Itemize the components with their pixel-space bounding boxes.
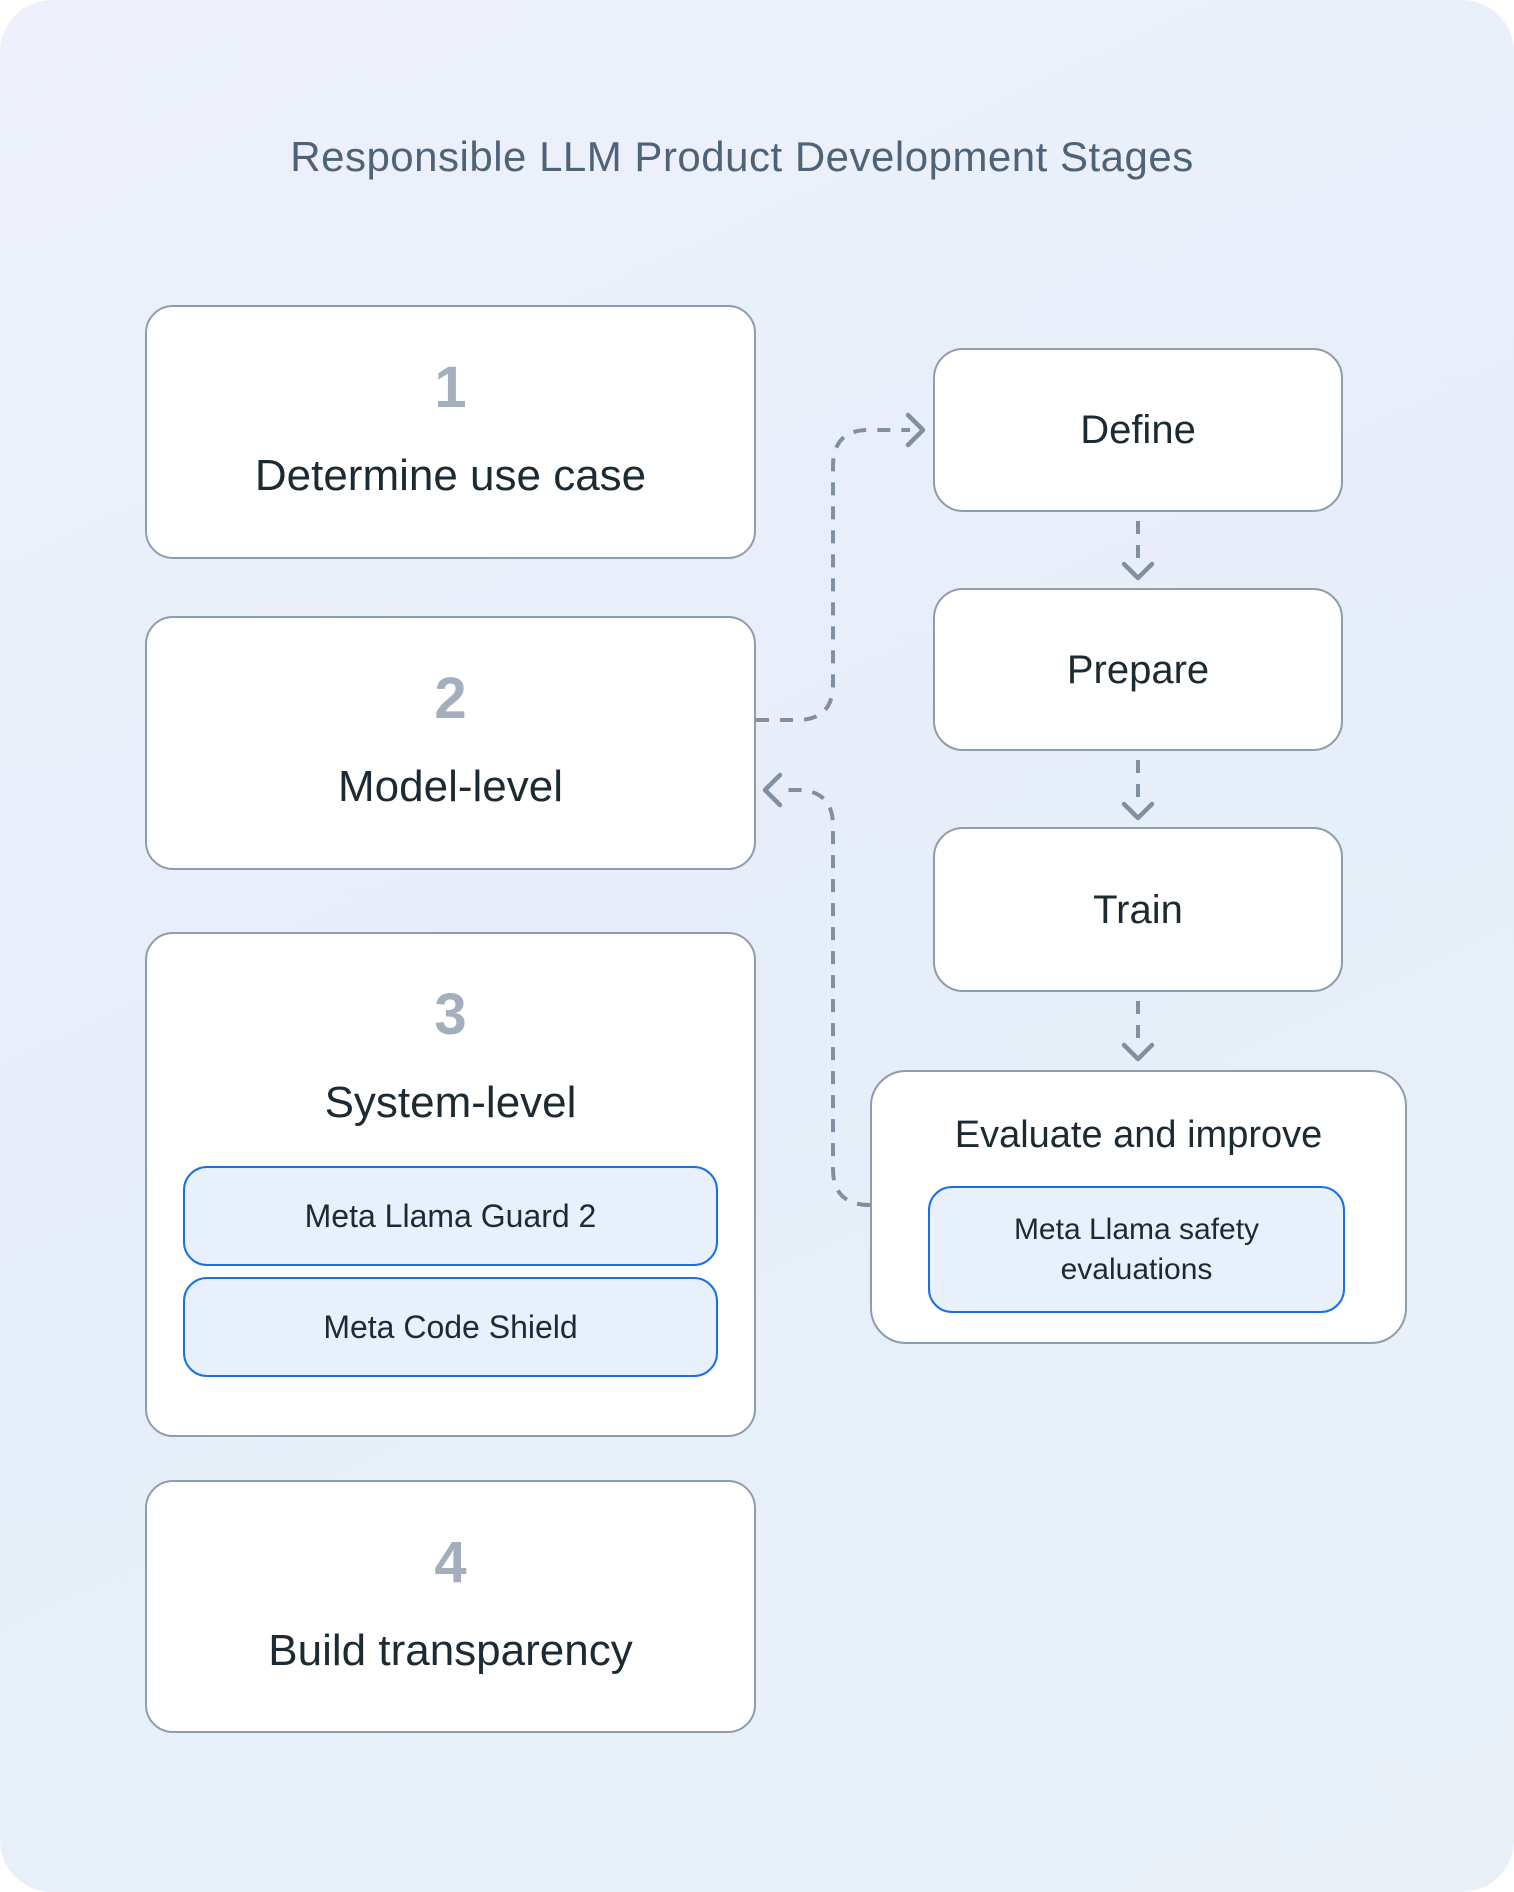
- flow-step-label: Define: [1080, 408, 1196, 452]
- connector-model-to-define: [756, 412, 926, 722]
- arrowhead-down-icon: [1121, 561, 1155, 581]
- arrow-train-to-evaluate: [1121, 1001, 1155, 1062]
- stage-label: Model-level: [338, 762, 563, 811]
- flow-step-label: Train: [1093, 887, 1183, 932]
- flow-step-train: Train: [933, 827, 1343, 992]
- meta-llama-guard-2-chip: Meta Llama Guard 2: [183, 1166, 718, 1266]
- stage-number: 4: [434, 1530, 467, 1595]
- arrowhead-into-define-icon: [905, 412, 926, 448]
- stage-number: 3: [434, 982, 467, 1047]
- flow-step-prepare: Prepare: [933, 588, 1343, 751]
- stage-number: 1: [434, 355, 467, 420]
- stage-label: Determine use case: [254, 451, 647, 500]
- stage-card-system-level: 3 System-level Meta Llama Guard 2 Meta C…: [145, 932, 756, 1437]
- arrow-define-to-prepare: [1121, 521, 1155, 581]
- arrow-prepare-to-train: [1121, 760, 1155, 821]
- flow-step-define: Define: [933, 348, 1343, 512]
- arrowhead-down-icon: [1121, 1042, 1155, 1062]
- stage-card-determine-use-case: 1 Determine use case: [145, 305, 756, 559]
- meta-code-shield-chip: Meta Code Shield: [183, 1277, 718, 1377]
- stage-label: Build transparency: [268, 1626, 633, 1675]
- arrowhead-into-model-icon: [762, 772, 783, 808]
- stage-card-build-transparency: 4 Build transparency: [145, 1480, 756, 1733]
- stage-card-model-level: 2 Model-level: [145, 616, 756, 870]
- stage-number: 2: [434, 666, 467, 731]
- flow-step-evaluate-and-improve: Evaluate and improve Meta Llama safety e…: [870, 1070, 1407, 1344]
- arrowhead-down-icon: [1121, 801, 1155, 821]
- stage-label: System-level: [324, 1078, 577, 1127]
- diagram-title: Responsible LLM Product Development Stag…: [290, 133, 1194, 180]
- flow-step-label: Evaluate and improve: [954, 1114, 1323, 1156]
- flow-step-label: Prepare: [1066, 647, 1210, 692]
- connector-evaluate-to-model: [762, 772, 871, 1207]
- meta-llama-safety-evaluations-chip: Meta Llama safety evaluations: [928, 1186, 1345, 1313]
